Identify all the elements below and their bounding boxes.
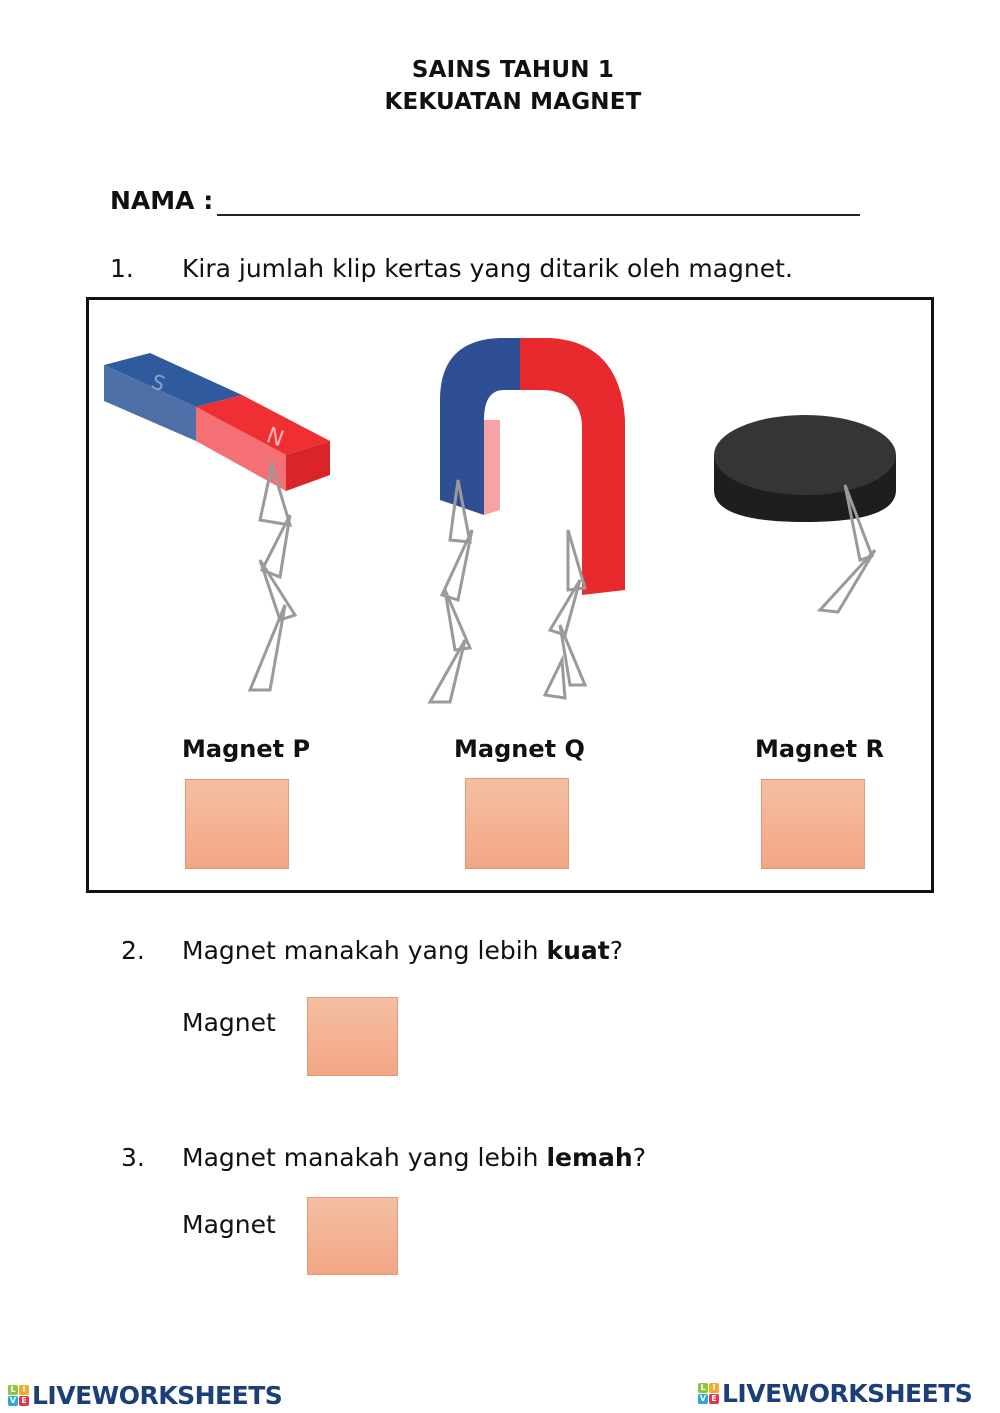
bar-magnet-icon: S N bbox=[104, 353, 330, 692]
question-3-keyword: lemah bbox=[546, 1143, 633, 1172]
question-3-answer-prefix: Magnet bbox=[182, 1210, 276, 1239]
live-blocks-icon: L I V E bbox=[698, 1382, 719, 1404]
question-2-number: 2. bbox=[121, 936, 145, 965]
magnets-frame bbox=[86, 297, 934, 893]
logo-text: LIVEWORKSHEETS bbox=[722, 1378, 973, 1408]
liveworksheets-logo-right: L I V E LIVEWORKSHEETS bbox=[698, 1378, 973, 1408]
magnet-r-label: Magnet R bbox=[755, 735, 884, 763]
question-2-answer-prefix: Magnet bbox=[182, 1008, 276, 1037]
question-3-text-after: ? bbox=[632, 1143, 646, 1172]
question-3-text-before: Magnet manakah yang lebih bbox=[182, 1143, 547, 1172]
logo-text: LIVEWORKSHEETS bbox=[32, 1380, 283, 1410]
worksheet-title-line1: SAINS TAHUN 1 bbox=[411, 57, 615, 83]
name-input-line[interactable] bbox=[217, 214, 860, 216]
magnet-q-answer-box[interactable] bbox=[465, 778, 569, 869]
magnet-p-answer-box[interactable] bbox=[185, 779, 289, 869]
magnet-r-answer-box[interactable] bbox=[761, 779, 865, 869]
strongest-magnet-answer-box[interactable] bbox=[307, 997, 398, 1076]
magnet-q-label: Magnet Q bbox=[454, 735, 585, 763]
question-2-keyword: kuat bbox=[546, 936, 610, 965]
name-label: NAMA : bbox=[110, 186, 214, 215]
liveworksheets-logo-left: L I V E LIVEWORKSHEETS bbox=[8, 1380, 283, 1410]
question-2-text-before: Magnet manakah yang lebih bbox=[182, 936, 547, 965]
question-1-number: 1. bbox=[110, 254, 134, 283]
horseshoe-magnet-icon bbox=[427, 338, 625, 704]
disc-magnet-icon bbox=[714, 415, 896, 614]
question-3-number: 3. bbox=[121, 1143, 145, 1172]
magnet-p-label: Magnet P bbox=[182, 735, 311, 763]
weakest-magnet-answer-box[interactable] bbox=[307, 1197, 398, 1275]
question-3-text: Magnet manakah yang lebih lemah? bbox=[182, 1143, 646, 1172]
live-blocks-icon: L I V E bbox=[8, 1384, 29, 1406]
worksheet-title-line2: KEKUATAN MAGNET bbox=[384, 89, 642, 115]
question-2-text-after: ? bbox=[609, 936, 623, 965]
question-2-text: Magnet manakah yang lebih kuat? bbox=[182, 936, 623, 965]
question-1-text: Kira jumlah klip kertas yang ditarik ole… bbox=[182, 254, 793, 283]
